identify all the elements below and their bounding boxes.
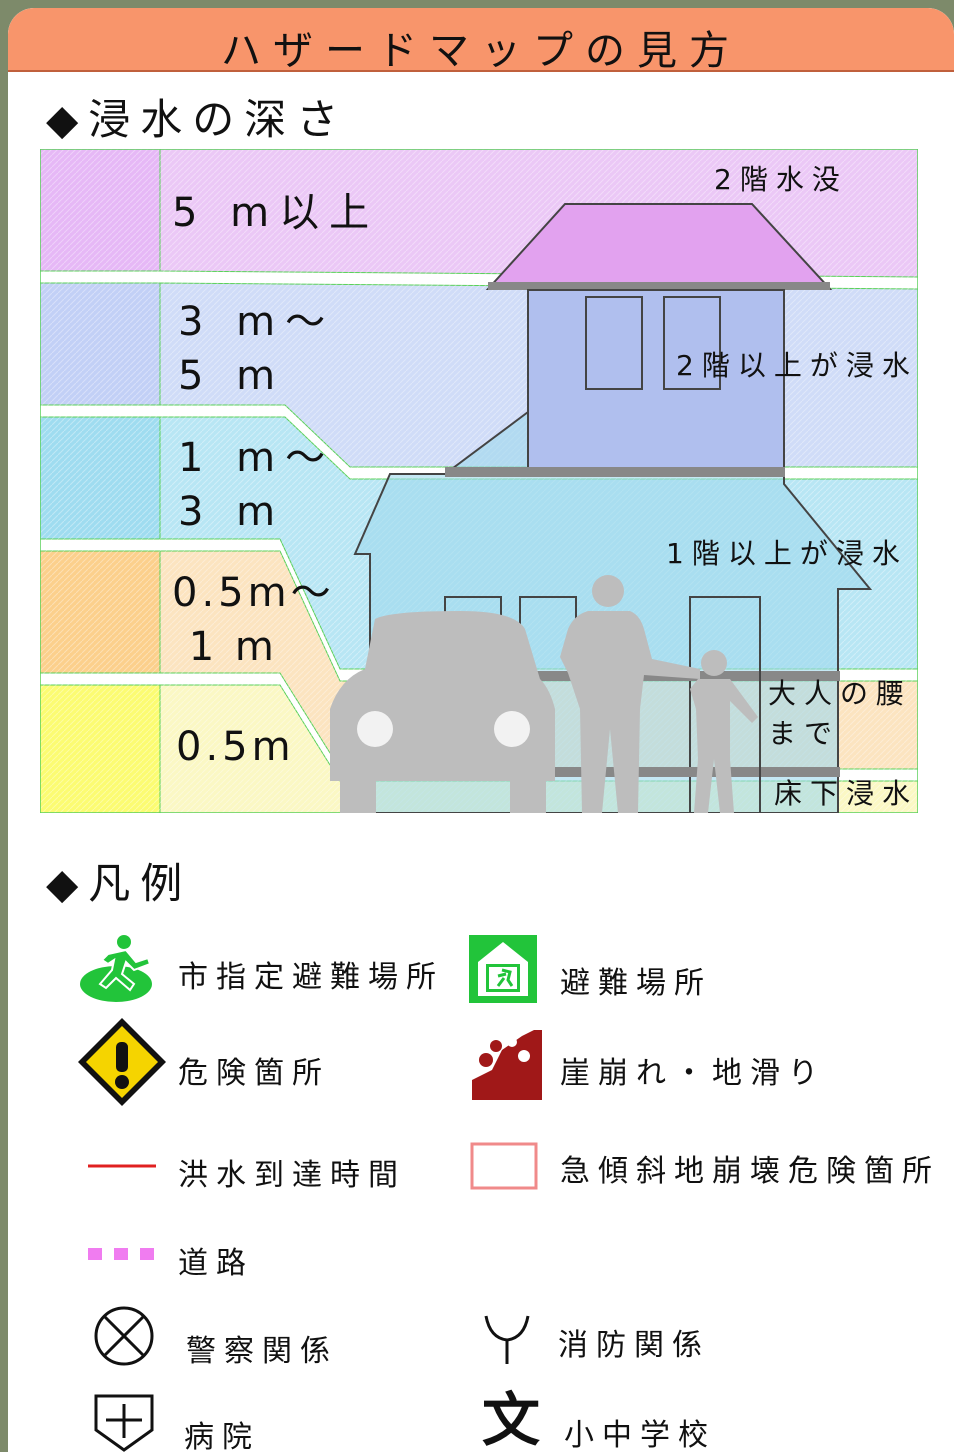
annotation-below-floor: 床下浸水	[774, 777, 919, 810]
page-title: ハザードマップの見方	[221, 28, 741, 74]
depth-label-5m-plus: 5 m以上	[172, 190, 380, 236]
police-icon	[94, 1306, 154, 1366]
running-person-shelter-icon	[80, 935, 152, 1002]
red-line-icon	[88, 1164, 156, 1168]
legend-label-landslide: 崖崩れ・地滑り	[560, 1056, 826, 1091]
school-icon: 文	[482, 1386, 541, 1452]
legend-label-police: 警察関係	[186, 1334, 338, 1369]
page-header: ハザードマップの見方	[8, 8, 954, 74]
legend-section-title: ◆凡例	[46, 859, 193, 908]
legend-label-danger: 危険箇所	[178, 1056, 330, 1091]
depth-label-05m: 0.5m	[176, 724, 295, 770]
dotted-road-icon	[88, 1248, 154, 1260]
legend-label-fire: 消防関係	[558, 1328, 710, 1363]
hospital-icon	[94, 1394, 154, 1452]
hazard-map-guide-panel: ハザードマップの見方 ◆浸水の深さ	[8, 8, 954, 1452]
legend-label-shelter: 避難場所	[560, 966, 712, 1001]
legend-label-steep-slope: 急傾斜地崩壊危険箇所	[560, 1154, 940, 1189]
legend-label-road: 道路	[178, 1246, 254, 1281]
depth-label-3-5m: 3 m～ 5 m	[178, 299, 336, 399]
annotation-adult-waist: 大人の腰 まで	[768, 677, 913, 750]
legend-label-hospital: 病院	[184, 1420, 260, 1452]
fire-station-icon	[484, 1315, 530, 1364]
annotation-above-second-floor: 2階以上が浸水	[676, 349, 918, 382]
depth-section-title: ◆浸水の深さ	[46, 95, 349, 144]
landslide-icon	[472, 1030, 542, 1100]
flood-depth-diagram	[40, 149, 918, 813]
car-illustration	[330, 611, 555, 813]
depth-label-05-1m: 0.5m～ 1 m	[172, 570, 335, 670]
legend-label-flood-time: 洪水到達時間	[178, 1158, 406, 1193]
depth-label-1-3m: 1 m～ 3 m	[178, 435, 336, 535]
pink-outline-box-icon	[470, 1142, 538, 1190]
legend-label-school: 小中学校	[564, 1418, 716, 1452]
legend-label-city-shelter: 市指定避難場所	[178, 960, 444, 995]
child-figure-illustration	[690, 650, 758, 813]
warning-diamond-icon	[78, 1018, 166, 1106]
annotation-above-first-floor: 1階以上が浸水	[666, 537, 908, 570]
annotation-second-floor-submerged: 2階水没	[714, 163, 848, 196]
adult-figure-illustration	[560, 575, 700, 813]
shelter-exit-icon	[469, 935, 537, 1003]
